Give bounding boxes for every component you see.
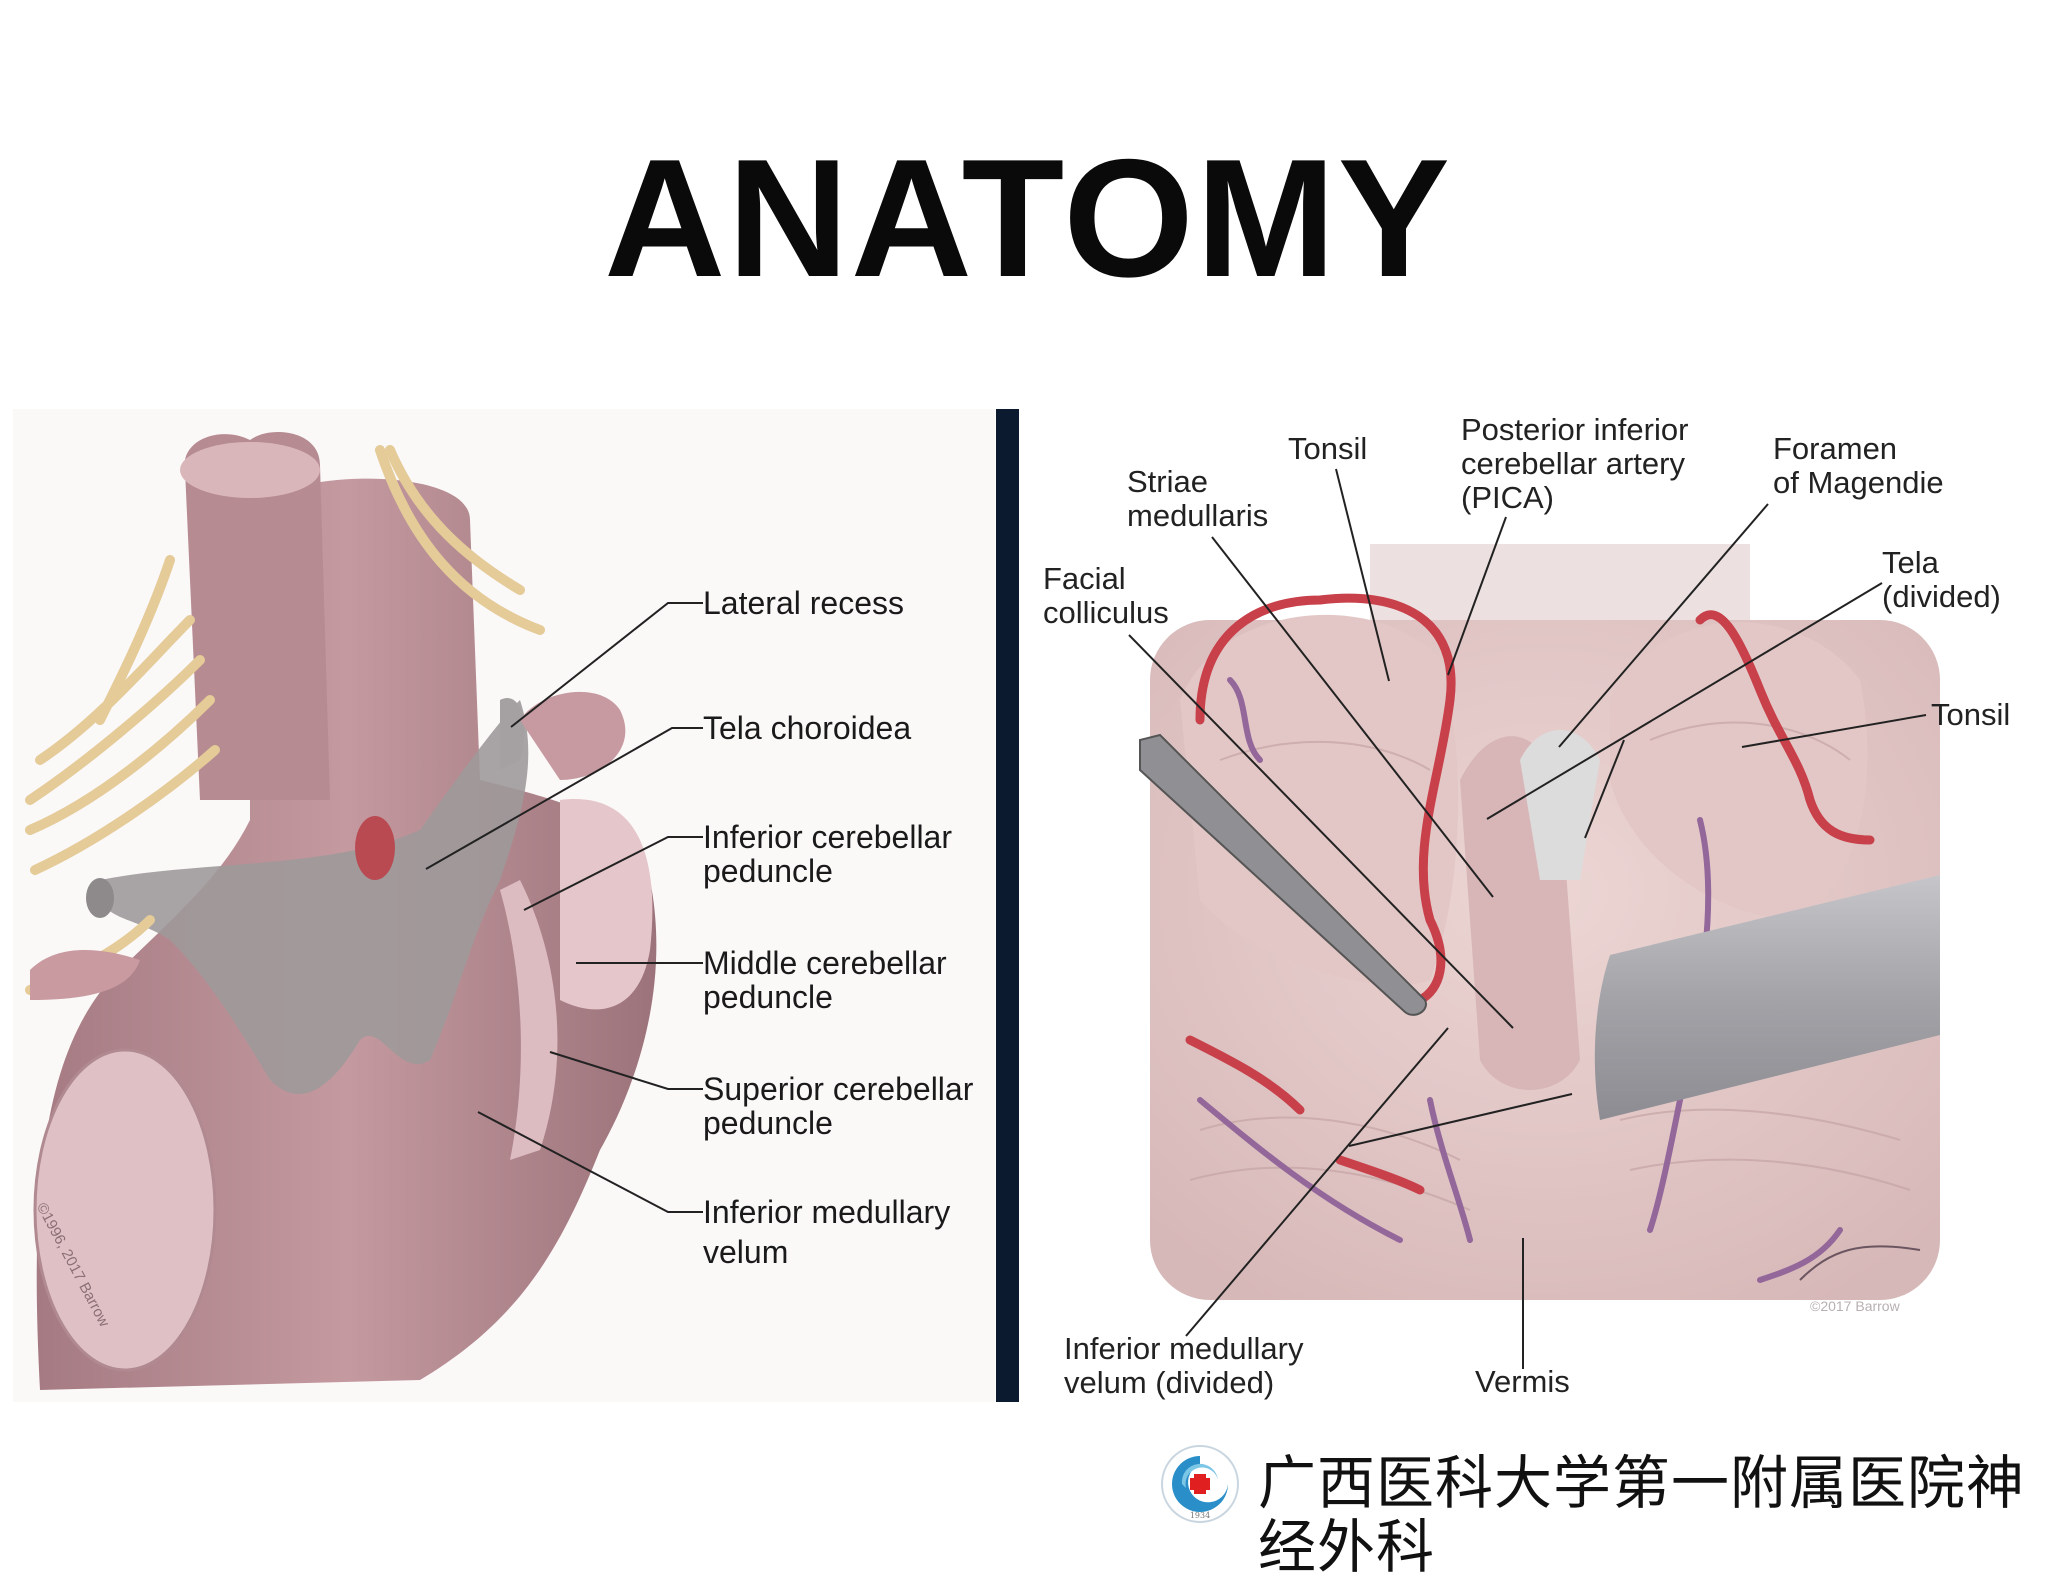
slide-title: ANATOMY [604, 124, 1452, 312]
cut-cerebellar-peduncle-left [33, 1048, 217, 1372]
label-inferior-medullary-velum-divided: Inferior medullary [1064, 1331, 1304, 1366]
label-tonsil-right: Tonsil [1931, 697, 2011, 732]
label-facial-colliculus: Facial [1043, 561, 1126, 596]
cut-nerve-end [86, 878, 114, 918]
label-middle-cerebellar-peduncle: Middle cerebellar [703, 945, 947, 981]
label-tela-divided-2: (divided) [1882, 579, 2001, 614]
logo-year: 1934 [1190, 1511, 1210, 1520]
right-surgical-figure [1030, 409, 2048, 1402]
nerve-root-stump [30, 950, 140, 1000]
hospital-logo: 1934 [1161, 1445, 1239, 1523]
label-inferior-cerebellar-peduncle-2: peduncle [703, 853, 833, 889]
label-tonsil-top: Tonsil [1288, 431, 1368, 466]
label-vermis: Vermis [1475, 1364, 1570, 1399]
choroid-plexus [520, 691, 626, 780]
artist-signature [1799, 1245, 1921, 1281]
label-pica-2: cerebellar artery [1461, 446, 1685, 481]
label-superior-cerebellar-peduncle-2: peduncle [703, 1105, 833, 1141]
label-striae: Striae [1127, 464, 1208, 499]
label-pica-3: (PICA) [1461, 480, 1554, 515]
right-tonsil [1610, 622, 1868, 920]
lateral-recess [500, 698, 524, 770]
left-tonsil [1180, 614, 1459, 986]
label-pica: Posterior inferior [1461, 412, 1689, 447]
right-copyright: ©2017 Barrow [1810, 1298, 1900, 1314]
tela-choroidea [100, 700, 529, 1095]
left-brainstem-figure [13, 409, 995, 1402]
label-striae-2: medullaris [1127, 498, 1269, 533]
label-inferior-medullary-velum: Inferior medullary [703, 1194, 951, 1230]
institution-name: 广西医科大学第一附属医院神经外科 [1258, 1451, 2026, 1580]
label-superior-cerebellar-peduncle: Superior cerebellar [703, 1071, 974, 1107]
label-inferior-medullary-velum-divided-2: velum (divided) [1064, 1365, 1275, 1400]
foramen-opening [355, 816, 395, 880]
anatomy-illustrations [13, 409, 2048, 1402]
veins [1197, 677, 1843, 1283]
label-inferior-cerebellar-peduncle: Inferior cerebellar [703, 819, 952, 855]
panel-divider [996, 409, 1019, 1402]
middle-cerebellar-peduncle [560, 799, 653, 1010]
brain-retractor [1594, 875, 1940, 1120]
surgical-instrument [1139, 733, 1427, 1016]
superior-cerebellar-peduncle [500, 880, 558, 1160]
label-facial-colliculus-2: colliculus [1043, 595, 1169, 630]
medulla-column [184, 432, 330, 800]
label-inferior-medullary-velum-2: velum [703, 1234, 789, 1270]
leader-lines [425, 468, 1927, 1369]
label-foramen-magendie-2: of Magendie [1773, 465, 1944, 500]
label-middle-cerebellar-peduncle-2: peduncle [703, 979, 833, 1015]
tela-divided-membrane [1520, 730, 1600, 880]
label-lateral-recess: Lateral recess [703, 585, 904, 621]
cut-medulla-surface [180, 442, 320, 498]
label-tela-choroidea: Tela choroidea [703, 710, 912, 746]
label-tela-divided: Tela [1882, 545, 1939, 580]
label-foramen-magendie: Foramen [1773, 431, 1898, 466]
